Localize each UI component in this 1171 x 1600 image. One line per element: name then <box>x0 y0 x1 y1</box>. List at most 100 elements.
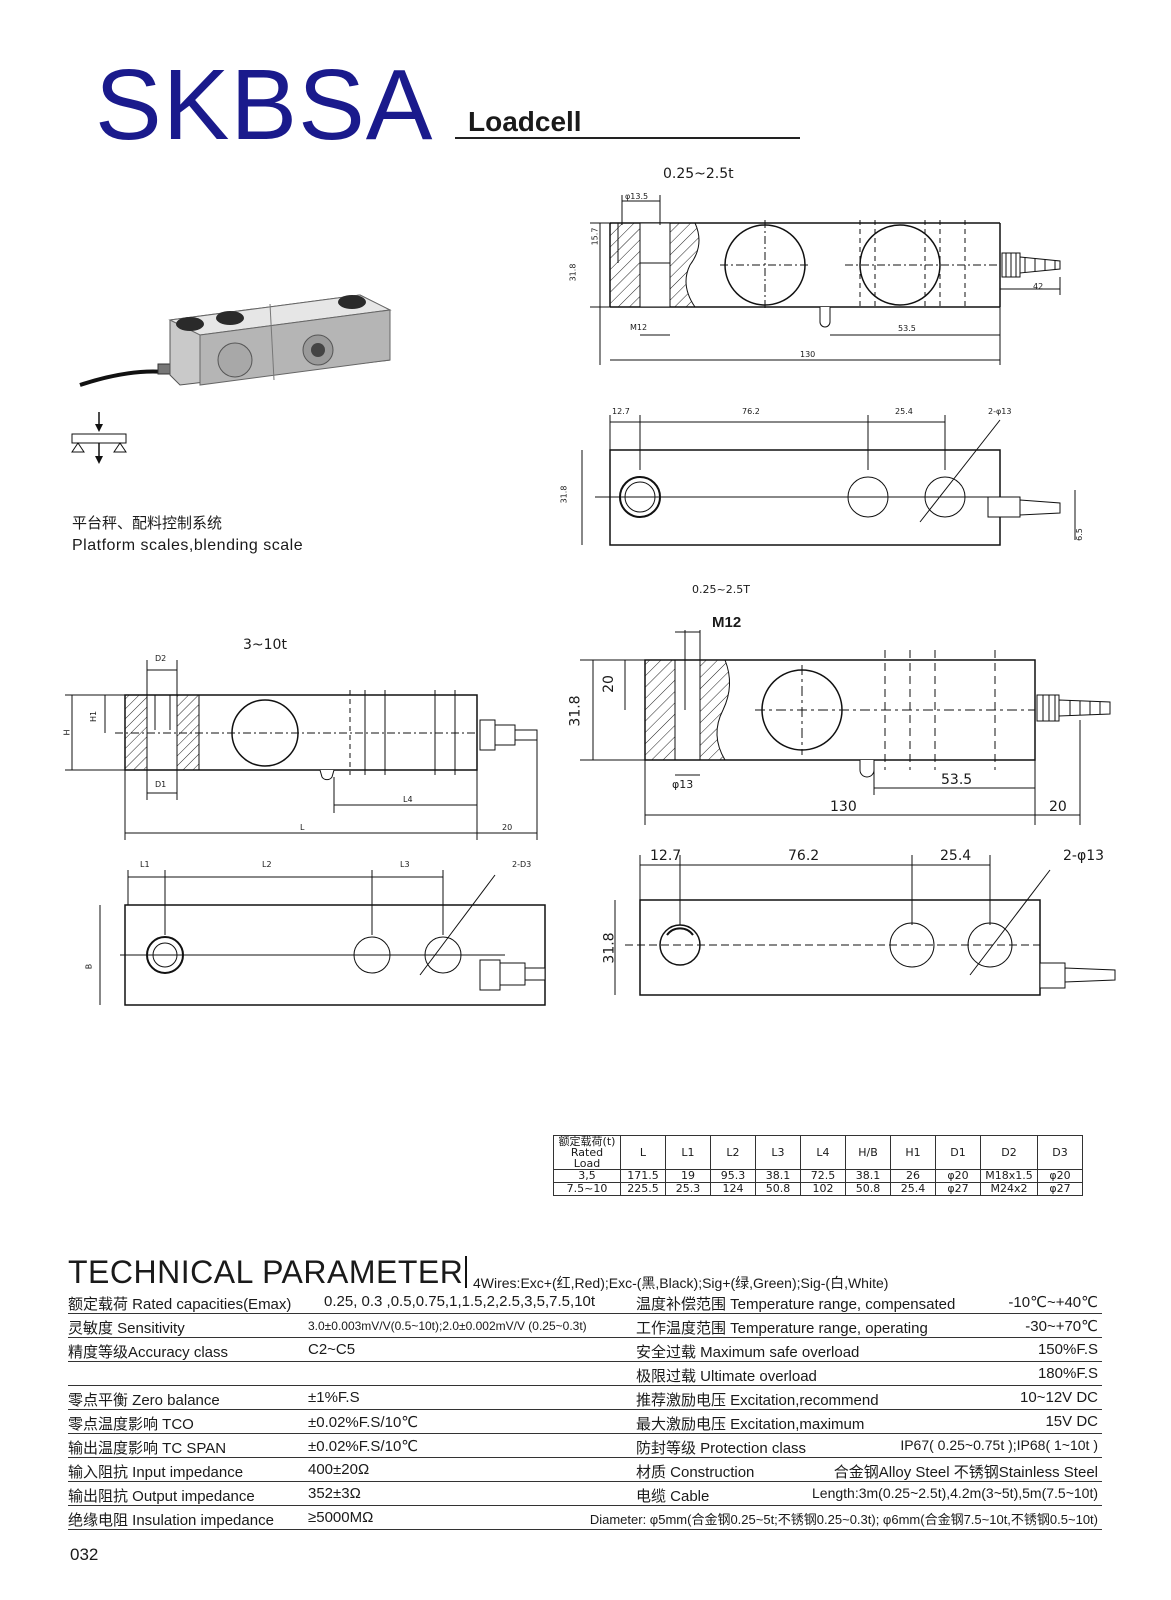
technical-title: TECHNICAL PARAMETER <box>68 1254 464 1290</box>
table-cell: φ20 <box>1037 1169 1083 1183</box>
column-header: L2 <box>710 1135 756 1170</box>
table-cell: 25.3 <box>665 1182 711 1196</box>
dim-height: 31.8 <box>568 263 578 282</box>
rated-load-header-en: Rated Load <box>570 1146 604 1170</box>
param-label: 额定载荷 Rated capacities(Emax) <box>68 1296 292 1313</box>
dim-15: 15.7 <box>590 227 600 246</box>
dim-l: L <box>300 823 305 832</box>
param-value: 352±3Ω <box>308 1485 361 1502</box>
load-direction-symbol <box>66 410 136 464</box>
loadcell-photo <box>70 280 410 400</box>
row-rule <box>68 1505 1102 1506</box>
param-value: 0.25, 0.3 ,0.5,0.75,1,1.5,2,2.5,3,5,7.5,… <box>324 1293 596 1310</box>
top-view-drawing <box>570 410 1090 560</box>
param-row: 输出温度影响 TC SPAN ±0.02%F.S/10℃ 防封等级 Protec… <box>68 1435 1102 1458</box>
param-label-right: 材质 Construction <box>636 1464 755 1481</box>
param-label: 绝缘电阻 Insulation impedance <box>68 1512 274 1529</box>
param-row: 输出阻抗 Output impedance 352±3Ω 电缆 Cable Le… <box>68 1483 1102 1506</box>
param-label-right: 电缆 Cable <box>636 1488 710 1505</box>
param-label: 精度等级Accuracy class <box>68 1344 229 1361</box>
side-view-drawing <box>570 185 1090 365</box>
table-cell: 38.1 <box>845 1169 891 1183</box>
param-row: 精度等级Accuracy class C2~C5 安全过载 Maximum sa… <box>68 1339 1102 1362</box>
dim-height: 31.8 <box>559 485 569 504</box>
table-cell: 72.5 <box>800 1169 846 1183</box>
top-view-drawing-large <box>60 865 560 1025</box>
application-en: Platform scales,blending scale <box>72 537 304 554</box>
table-cell: 102 <box>800 1182 846 1196</box>
param-label-right: 工作温度范围 Temperature range, operating <box>636 1320 928 1337</box>
table-header-row: 额定载荷(t) Rated Load L L1 L2 L3 L4 H/B H1 … <box>553 1135 1083 1170</box>
dim-holes: 2-φ13 <box>988 407 1012 416</box>
dimensions-table: 额定载荷(t) Rated Load L L1 L2 L3 L4 H/B H1 … <box>553 1135 1083 1196</box>
dim-l1: 12.7 <box>612 407 630 416</box>
table-cell: 26 <box>890 1169 936 1183</box>
param-label-right: 极限过载 Ultimate overload <box>636 1368 817 1385</box>
param-label: 输入阻抗 Input impedance <box>68 1464 244 1481</box>
param-label: 零点温度影响 TCO <box>68 1416 194 1433</box>
table-cell: 124 <box>710 1182 756 1196</box>
table-cell: 38.1 <box>755 1169 801 1183</box>
row-rule <box>68 1481 1102 1482</box>
dim-20: 20 <box>600 675 617 693</box>
range-label: 0.25~2.5T <box>692 583 750 596</box>
column-header: D3 <box>1037 1135 1083 1170</box>
dim-l1: L1 <box>140 860 150 869</box>
column-header: L1 <box>665 1135 711 1170</box>
param-value-right: Length:3m(0.25~2.5t),4.2m(3~5t),5m(7.5~1… <box>812 1485 1098 1501</box>
column-header: L4 <box>800 1135 846 1170</box>
param-label: 零点平衡 Zero balance <box>68 1392 220 1409</box>
row-rule <box>68 1385 1102 1386</box>
dim-length: 130 <box>800 350 816 359</box>
dim-l2: 76.2 <box>742 407 760 416</box>
table-row: 7.5~10 225.5 25.3 124 50.8 102 50.8 25.4… <box>553 1182 1083 1196</box>
row-rule <box>68 1529 1102 1530</box>
param-label-right: 安全过载 Maximum safe overload <box>636 1344 860 1361</box>
table-cell: 50.8 <box>845 1182 891 1196</box>
param-value-right: 15V DC <box>1045 1413 1098 1430</box>
dim-l4: 53.5 <box>898 324 916 333</box>
page-number: 032 <box>70 1545 99 1564</box>
dim-d1: D1 <box>155 780 167 789</box>
wire-colors: 4Wires:Exc+(红,Red);Exc-(黑,Black);Sig+(绿,… <box>473 1275 889 1291</box>
param-value-right: -30~+70℃ <box>1025 1318 1098 1335</box>
param-label: 输出阻抗 Output impedance <box>68 1488 255 1505</box>
row-rule <box>68 1337 1102 1338</box>
param-row: 零点平衡 Zero balance ±1%F.S 推荐激励电压 Excitati… <box>68 1387 1102 1410</box>
param-value-right: 180%F.S <box>1037 1365 1098 1382</box>
row-rule <box>68 1457 1102 1458</box>
dim-thread: M12 <box>630 323 648 332</box>
table-cell: 95.3 <box>710 1169 756 1183</box>
range-label: 3~10t <box>243 637 287 653</box>
param-label: 灵敏度 Sensitivity <box>68 1320 185 1337</box>
column-header: H/B <box>845 1135 891 1170</box>
table-cell: 3,5 <box>553 1169 621 1183</box>
column-header: D2 <box>980 1135 1038 1170</box>
column-header: D1 <box>935 1135 981 1170</box>
param-value-right: -10℃~+40℃ <box>1008 1294 1098 1311</box>
table-cell: 171.5 <box>620 1169 666 1183</box>
table-cell: 25.4 <box>890 1182 936 1196</box>
dim-l4: L4 <box>403 795 413 804</box>
rated-load-header: 额定载荷(t) Rated Load <box>553 1135 621 1170</box>
param-label-right: 最大激励电压 Excitation,maximum <box>636 1416 865 1433</box>
dim-height: 31.8 <box>601 932 618 964</box>
table-cell: 7.5~10 <box>553 1182 621 1196</box>
dim-d2: D2 <box>155 654 167 663</box>
table-cell: 225.5 <box>620 1182 666 1196</box>
brand-title: SKBSA <box>95 49 434 161</box>
param-label-right: 温度补偿范围 Temperature range, compensated <box>636 1296 956 1313</box>
dim-l2: 76.2 <box>788 848 820 864</box>
table-row: 3,5 171.5 19 95.3 38.1 72.5 38.1 26 φ20 … <box>553 1169 1083 1183</box>
top-view-drawing-2 <box>575 850 1115 1010</box>
dim-cable: 20 <box>502 823 513 832</box>
dim-b: B <box>84 963 94 970</box>
param-row: 额定载荷 Rated capacities(Emax) 0.25, 0.3 ,0… <box>68 1291 1102 1314</box>
dim-l3: 25.4 <box>895 407 913 416</box>
table-cell: φ27 <box>935 1182 981 1196</box>
param-value-right: Diameter: φ5mm(合金钢0.25~5t;不锈钢0.25~0.3t);… <box>589 1512 1098 1527</box>
product-subtitle: Loadcell <box>468 106 582 137</box>
side-view-drawing-large <box>60 655 560 855</box>
dim-height: 31.8 <box>567 695 584 727</box>
dim-holes: 2-D3 <box>512 860 532 869</box>
